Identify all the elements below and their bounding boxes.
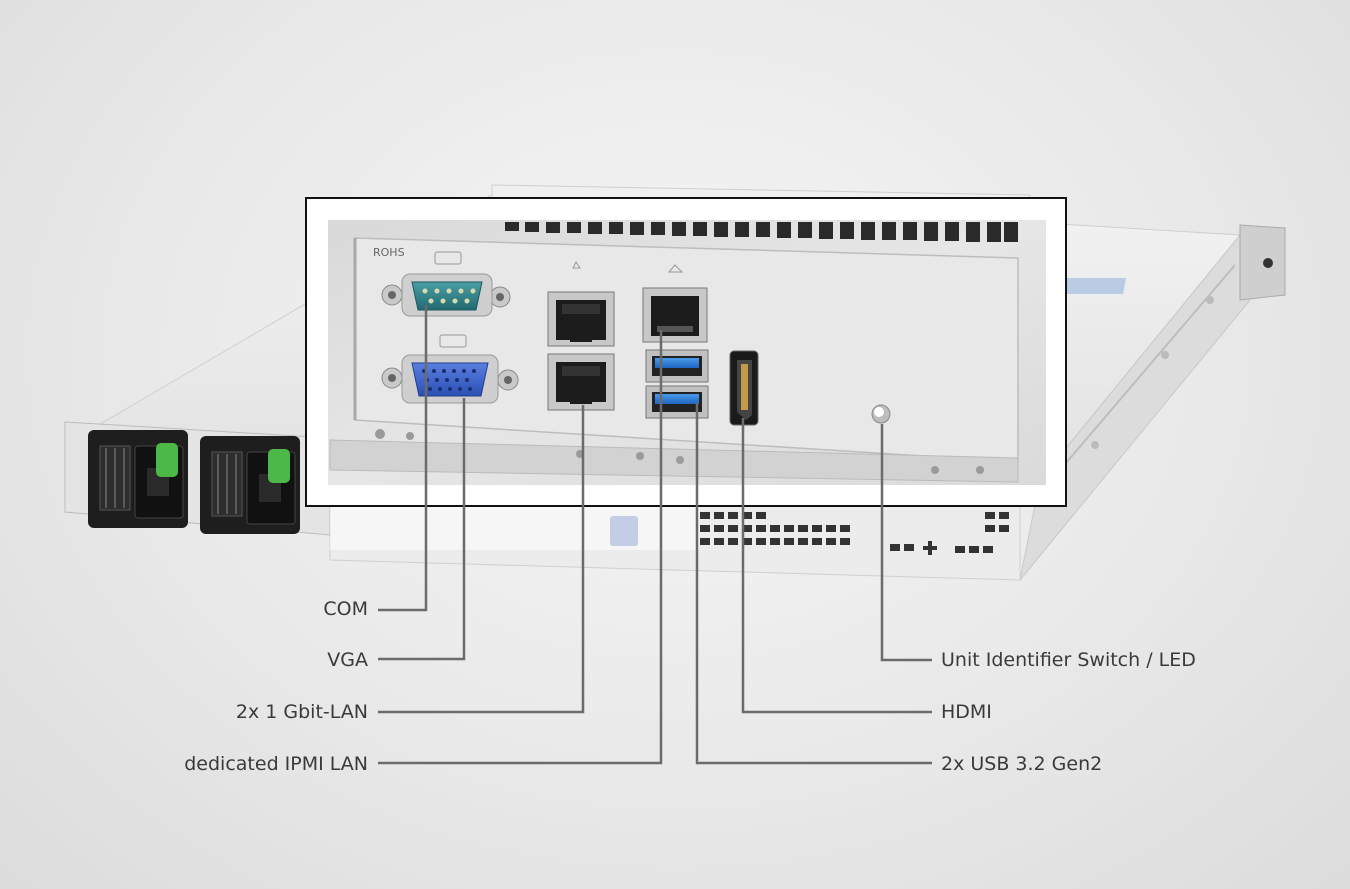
usb-port-2 <box>645 385 709 419</box>
psu-module-2 <box>200 436 300 534</box>
leader-line-ipmi <box>378 330 663 765</box>
psu-latch-1[interactable] <box>156 443 178 477</box>
com-port <box>381 251 511 317</box>
io-panel-inset: ROHS <box>305 197 1067 507</box>
label-com: COM <box>323 598 368 620</box>
psu-module-1 <box>88 430 188 528</box>
label-uid: Unit Identifier Switch / LED <box>941 649 1196 671</box>
label-ipmi-lan: dedicated IPMI LAN <box>184 753 368 775</box>
leader-line-vga <box>378 398 466 661</box>
psu-latch-2[interactable] <box>268 449 290 483</box>
leader-line-hdmi <box>741 418 932 714</box>
label-lan: 2x 1 Gbit-LAN <box>235 701 368 723</box>
leader-line-lan <box>378 405 585 714</box>
leader-line-usb <box>695 403 932 765</box>
hdmi-port <box>729 350 759 426</box>
usb-port-1 <box>645 349 709 383</box>
label-vga: VGA <box>327 649 368 671</box>
leader-line-uid <box>880 424 932 662</box>
label-hdmi: HDMI <box>941 701 992 723</box>
label-usb: 2x USB 3.2 Gen2 <box>941 753 1103 775</box>
uid-switch-led[interactable] <box>871 404 891 424</box>
lan-port-2 <box>547 353 615 411</box>
leader-line-com <box>378 305 428 612</box>
leader-lines <box>378 305 932 765</box>
ipmi-lan-port <box>642 264 708 343</box>
rohs-mark: ROHS <box>373 246 405 259</box>
lan-port-1 <box>547 261 615 347</box>
lower-vent-grid <box>700 512 1009 555</box>
